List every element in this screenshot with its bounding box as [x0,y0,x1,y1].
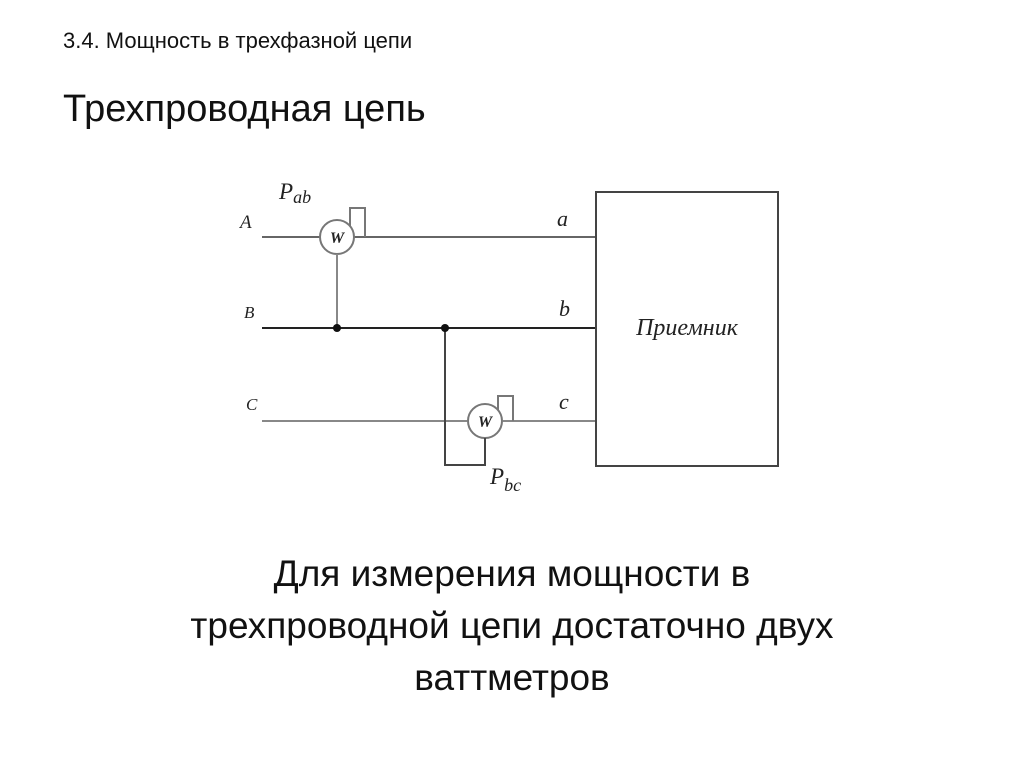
load-label-b: b [559,296,570,321]
junction-2 [441,324,449,332]
wattmeter-2-voltage-coil [497,395,514,421]
wattmeter-1-label: Pab [278,179,311,207]
caption-line-2: трехпроводной цепи достаточно двух [190,605,834,646]
receiver-box [595,191,779,467]
caption: Для измерения мощности в трехпроводной ц… [80,548,944,704]
wattmeter-1-voltage-coil [349,207,366,237]
breadcrumb: 3.4. Мощность в трехфазной цепи [63,28,413,53]
page-title: Трехпроводная цепь [63,88,426,130]
junction-1 [333,324,341,332]
load-label-c: c [559,389,569,414]
wattmeter-2-label: Pbc [489,464,521,495]
load-label-a: a [557,206,568,231]
caption-line-3: ваттметров [414,657,610,698]
source-label-b: B [244,303,255,322]
receiver-label: Приемник [635,315,739,341]
caption-line-1: Для измерения мощности в [273,553,751,594]
wattmeter-1-symbol: W [330,230,346,247]
source-label-c: C [246,395,258,414]
wattmeter-2-symbol: W [478,414,494,431]
wattmeter-2-lead [444,328,486,466]
source-label-a: A [238,212,252,233]
